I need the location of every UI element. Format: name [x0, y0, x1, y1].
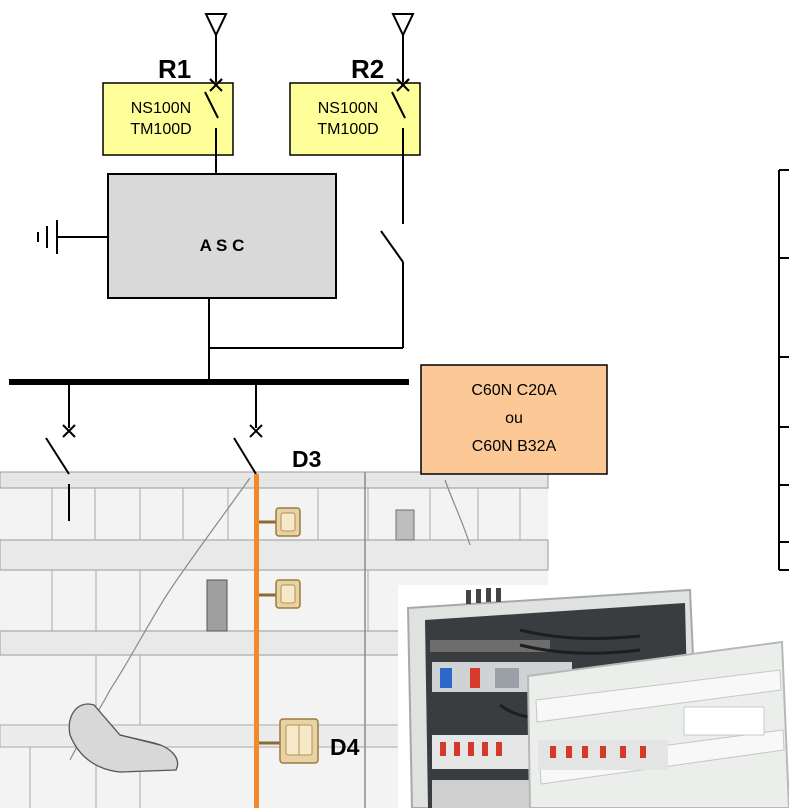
asc-unit	[107, 173, 337, 299]
asc-label: A S C	[199, 236, 245, 255]
feeder-breaker-text: C60N C20A ou C60N B32A	[471, 382, 557, 455]
table-edge	[778, 169, 789, 571]
chair-sketch	[68, 703, 179, 773]
distribution-cabinet-photo	[398, 585, 789, 808]
breaker-label-r1: R1	[158, 54, 192, 84]
label-d4: D4	[330, 734, 360, 760]
antenna-icon	[204, 13, 415, 38]
socket-icon	[259, 718, 319, 764]
socket-icon	[259, 579, 301, 609]
breaker-label-r2: R2	[351, 54, 385, 84]
breaker-box-r2	[289, 82, 421, 156]
main-busbar	[9, 379, 409, 385]
label-d3: D3	[292, 446, 322, 472]
riser-cable	[254, 474, 259, 808]
floor-sockets	[259, 507, 319, 764]
feeder-breaker-box	[420, 364, 608, 475]
breaker-box-r1	[102, 82, 234, 156]
breaker-r2-rating: NS100N TM100D	[317, 100, 379, 138]
breaker-r1-rating: NS100N TM100D	[130, 100, 192, 138]
socket-icon	[259, 507, 301, 537]
